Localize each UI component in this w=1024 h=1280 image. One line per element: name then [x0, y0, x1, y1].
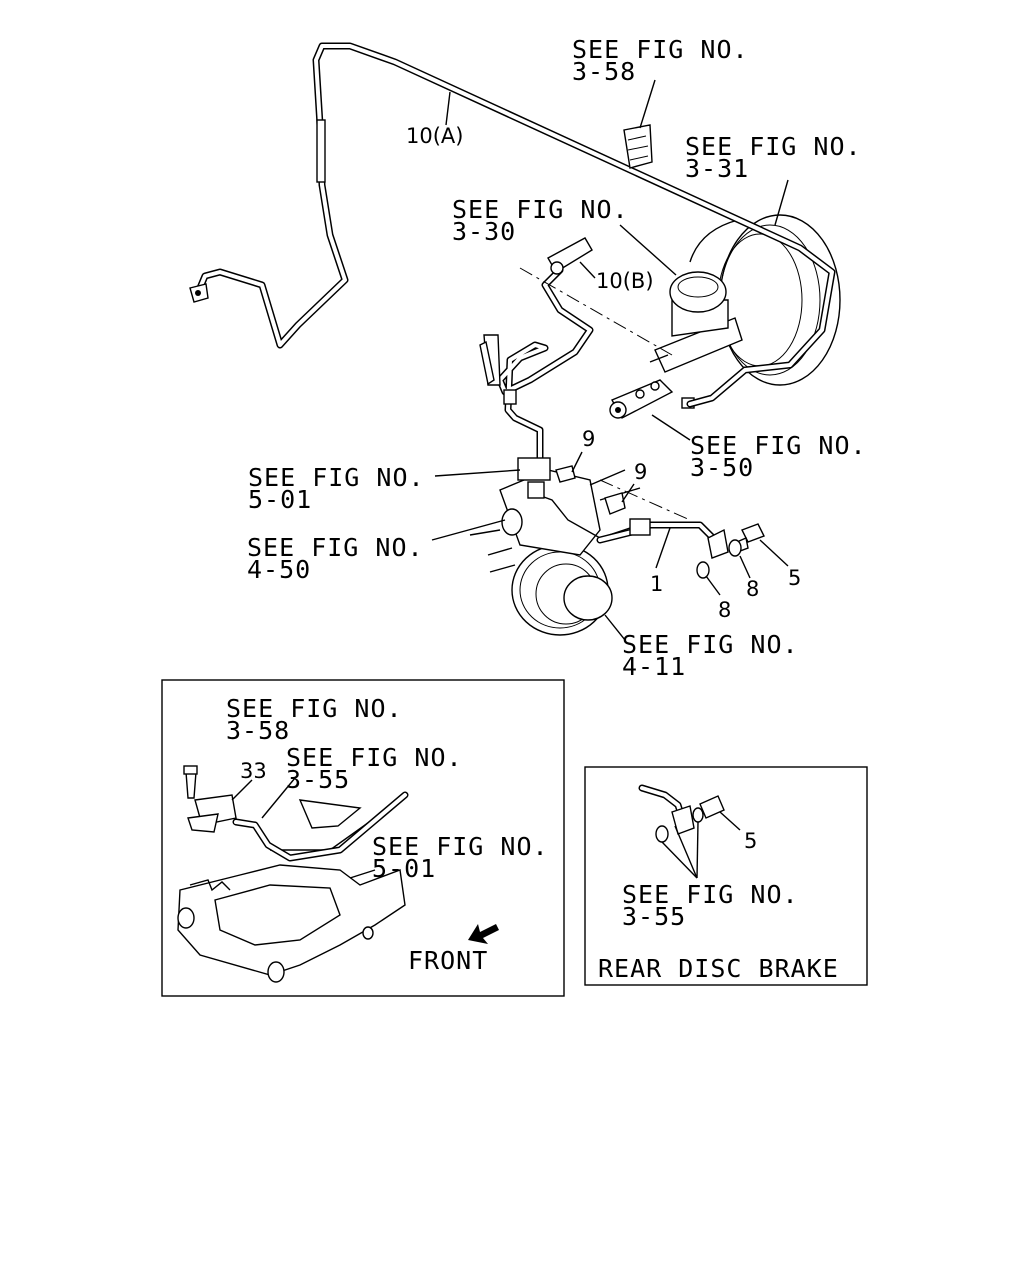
callout-sensor-33: 33 [240, 759, 267, 783]
callout-rear-bolt-5: 5 [744, 829, 757, 853]
ref-4-11-line1: SEE FIG NO. [622, 630, 799, 659]
main-drawing: SEE FIG NO. 3-58 SEE FIG NO. 3-31 SEE FI… [189, 35, 867, 681]
front-brake-assembly [469, 457, 641, 636]
rear-banjo-fitting [638, 784, 725, 843]
sensor-33 [183, 765, 409, 862]
callout-pipe-10b: 10(B) [596, 269, 654, 293]
ref-3-50-line1: SEE FIG NO. [690, 431, 867, 460]
ref-3-58-line1: SEE FIG NO. [572, 35, 749, 64]
callout-washer-lower: 8 [718, 598, 731, 622]
rear-disc-brake-caption: REAR DISC BRAKE [598, 954, 839, 983]
ref-5-01-line1: SEE FIG NO. [248, 463, 425, 492]
callout-bolt: 5 [788, 566, 801, 590]
inset-ref-3-55-line2: 3-55 [286, 765, 350, 794]
clip-upper [555, 465, 576, 483]
ref-5-01-line2: 5-01 [248, 485, 312, 514]
ref-4-50-line2: 4-50 [247, 555, 311, 584]
proportioning-valve [609, 379, 695, 419]
callout-washer-upper: 8 [746, 577, 759, 601]
connector-3-58 [623, 124, 653, 169]
inset-rear-disc-brake: 5 SEE FIG NO. 3-55 REAR DISC BRAKE [584, 766, 868, 986]
brake-pipe-10b [479, 237, 594, 474]
rear-ref-3-55-line1: SEE FIG NO. [622, 880, 799, 909]
callout-clip-lower: 9 [634, 460, 647, 484]
inset-ref-3-58-line2: 3-58 [226, 716, 290, 745]
brake-hose [596, 518, 729, 559]
master-cylinder [649, 271, 743, 373]
ref-3-58-line2: 3-58 [572, 57, 636, 86]
frame-chassis [177, 799, 406, 983]
callout-pipe-10a: 10(A) [406, 124, 463, 148]
rear-ref-3-55-line2: 3-55 [622, 902, 686, 931]
inset-ref-5-01-line1: SEE FIG NO. [372, 832, 549, 861]
front-label: FRONT [408, 946, 488, 975]
front-arrow-icon [468, 924, 499, 944]
washer-lower [696, 561, 710, 579]
inset-ref-3-55-line1: SEE FIG NO. [286, 743, 463, 772]
ref-3-50-line2: 3-50 [690, 453, 754, 482]
ref-4-11-line2: 4-11 [622, 652, 686, 681]
ref-3-31-line2: 3-31 [685, 154, 749, 183]
brake-pipe-10a [189, 42, 836, 408]
ref-3-30-line2: 3-30 [452, 217, 516, 246]
inset-sensor-location: SEE FIG NO. 3-58 SEE FIG NO. 3-55 SEE FI… [161, 679, 565, 997]
callout-hose: 1 [650, 572, 663, 596]
inset-ref-5-01-line2: 5-01 [372, 854, 436, 883]
inset-ref-3-58-line1: SEE FIG NO. [226, 694, 403, 723]
ref-4-50-line1: SEE FIG NO. [247, 533, 424, 562]
clip-lower [604, 492, 626, 515]
ref-3-30-line1: SEE FIG NO. [452, 195, 629, 224]
washer-upper [728, 539, 742, 557]
callout-clip-upper: 9 [582, 427, 595, 451]
ref-3-31-line1: SEE FIG NO. [685, 132, 862, 161]
